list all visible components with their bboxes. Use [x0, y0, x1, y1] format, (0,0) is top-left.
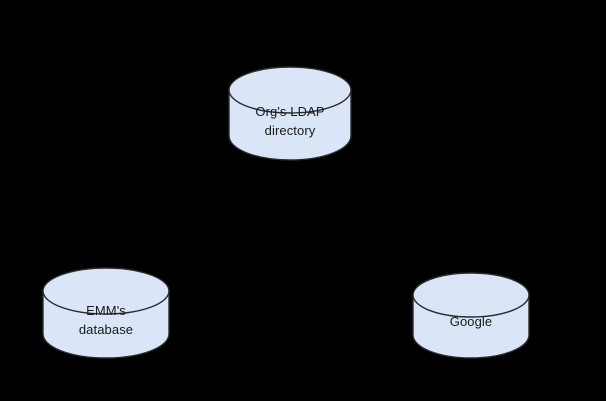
database-cylinder-icon: [228, 66, 352, 161]
database-cylinder-icon: [412, 272, 530, 359]
node-google[interactable]: Google: [412, 272, 530, 359]
database-cylinder-icon: [42, 267, 170, 359]
node-org-ldap-directory[interactable]: Org's LDAP directory: [228, 66, 352, 161]
node-emms-database[interactable]: EMM's database: [42, 267, 170, 359]
